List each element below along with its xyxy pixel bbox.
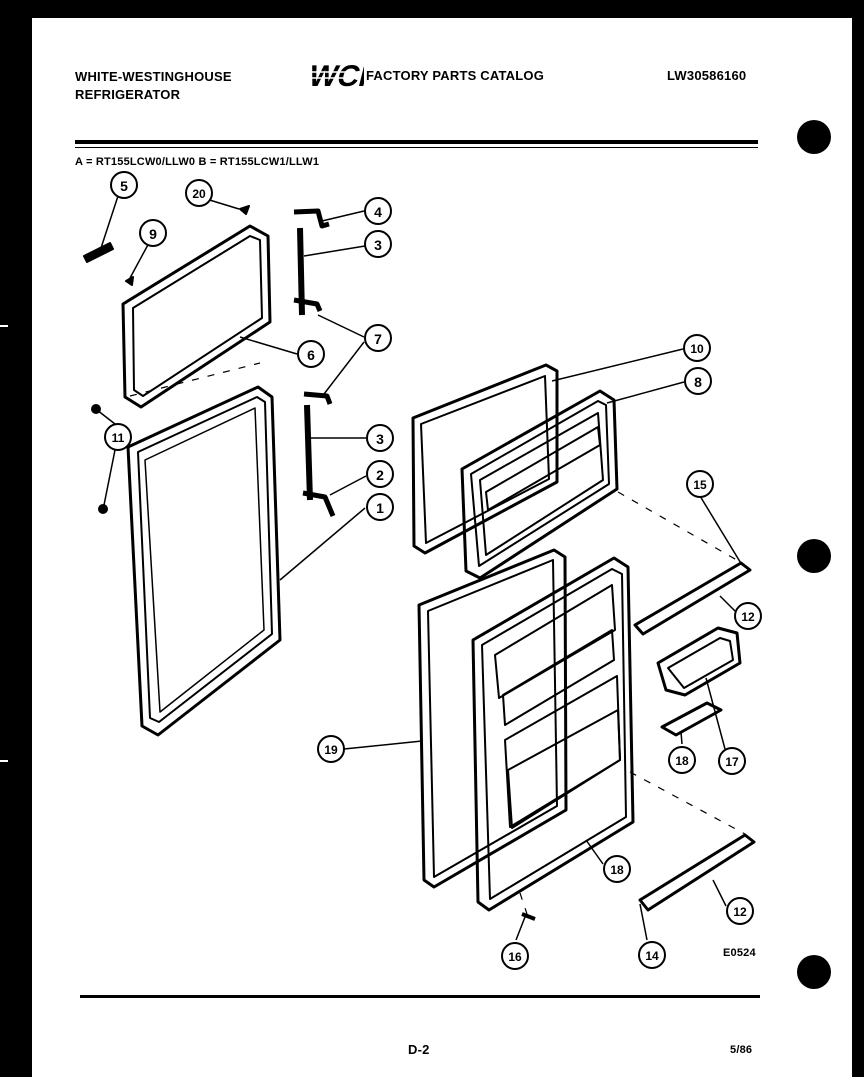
- part-13-shelf-bar: [633, 561, 752, 636]
- header-rule-thin: [75, 147, 758, 148]
- wci-logo: WCI: [304, 59, 364, 92]
- part-17-dairy-bin: [660, 701, 723, 737]
- callout-15: [501, 942, 529, 970]
- callout-label: 19: [324, 743, 338, 757]
- callout-20: [185, 179, 213, 207]
- part-4-hinge: [293, 208, 330, 229]
- catalog-title: FACTORY PARTS CATALOG: [366, 68, 545, 83]
- callout-label: 14: [645, 949, 659, 963]
- part-1-fresh-food-gasket: [126, 385, 282, 737]
- wci-logo-text: WCI: [305, 59, 364, 92]
- callout-5: [110, 171, 138, 199]
- callout-11: [104, 423, 132, 451]
- scan-tick: [0, 325, 8, 327]
- callout-19: [317, 735, 345, 763]
- part-12-shelf-bar-lower: [638, 833, 756, 912]
- callout-17: [668, 746, 696, 774]
- page-number: D-2: [408, 1042, 430, 1057]
- part-7-hinge-shim-lower: [303, 391, 333, 405]
- callout-12-lower: [726, 897, 754, 925]
- callout-label: 6: [307, 347, 315, 363]
- callout-12-upper: [734, 602, 762, 630]
- part-15-screw: [521, 912, 536, 921]
- callout-label: 2: [376, 467, 384, 483]
- part-7-hinge-shim-upper: [293, 297, 323, 312]
- callout-7: [364, 324, 392, 352]
- punch-hole-bottom: [797, 955, 831, 989]
- callout-2: [366, 460, 394, 488]
- callout-4: [364, 197, 392, 225]
- callout-6: [297, 340, 325, 368]
- callout-label: 3: [374, 237, 382, 253]
- punch-hole-middle: [797, 539, 831, 573]
- callout-label: 20: [192, 187, 206, 201]
- part-6-freezer-gasket: [121, 224, 272, 409]
- revision-date: 5/86: [730, 1044, 753, 1056]
- part-3-hinge-pin-lower: [304, 404, 313, 501]
- callout-10: [683, 334, 711, 362]
- callout-13: [686, 470, 714, 498]
- callout-label: 9: [149, 226, 157, 242]
- part-8-freezer-door-liner: [460, 389, 619, 580]
- callout-3-lower: [366, 424, 394, 452]
- part-10-freezer-inner-gasket: [411, 363, 559, 555]
- callout-label: 3: [376, 431, 384, 447]
- callout-label: 10: [690, 342, 704, 356]
- callout-label: 4: [374, 204, 382, 220]
- part-5-bracket: [83, 242, 114, 263]
- callout-18: [603, 855, 631, 883]
- part-11-screw-lower: [98, 504, 108, 514]
- callout-label: 12: [741, 610, 755, 624]
- part-9-screw: [125, 276, 134, 286]
- header-rule-thick: [75, 140, 758, 144]
- callout-16: [718, 747, 746, 775]
- callout-1: [366, 493, 394, 521]
- callout-3-upper: [364, 230, 392, 258]
- brand-line-2: REFRIGERATOR: [75, 87, 181, 102]
- callout-label: 11: [112, 431, 125, 445]
- part-20-screw: [239, 205, 250, 215]
- scan-tick: [0, 760, 8, 762]
- part-2-hinge-bracket: [302, 490, 336, 517]
- callout-label: 18: [675, 754, 689, 768]
- figure-code: E0524: [723, 947, 756, 959]
- callout-label: 8: [694, 374, 702, 390]
- callout-label: 17: [725, 755, 739, 769]
- callout-label-18-visible: 18: [610, 863, 624, 877]
- callout-9: [139, 219, 167, 247]
- callout-label: 12: [733, 905, 747, 919]
- callout-8: [684, 367, 712, 395]
- catalog-number: LW30586160: [667, 68, 747, 83]
- part-16-dairy-door: [656, 626, 742, 697]
- callout-label: 16: [508, 950, 522, 964]
- callout-label: 15: [693, 478, 707, 492]
- brand-line-1: WHITE-WESTINGHOUSE: [75, 69, 232, 84]
- part-18-fresh-food-door-liner: [471, 556, 635, 912]
- callout-label: 7: [374, 331, 382, 347]
- part-19-fresh-food-inner-gasket: [417, 548, 568, 889]
- models-line: A = RT155LCW0/LLW0 B = RT155LCW1/LLW1: [75, 156, 320, 168]
- footer-rule: [80, 995, 760, 998]
- callout-label: 5: [120, 178, 128, 194]
- callout-label: 1: [376, 500, 384, 516]
- callout-14: [638, 941, 666, 969]
- punch-hole-top: [797, 120, 831, 154]
